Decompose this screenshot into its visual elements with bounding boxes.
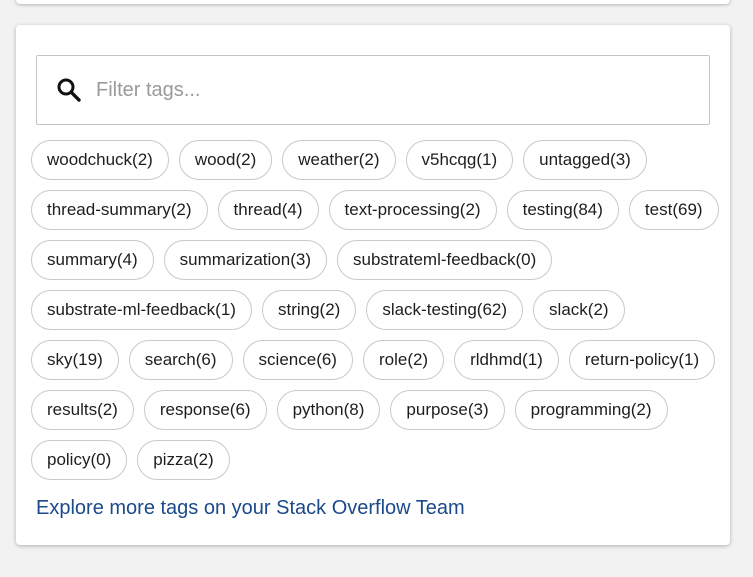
tag-chip[interactable]: test(69)	[628, 190, 719, 230]
tag-chip[interactable]: search(6)	[128, 340, 233, 380]
tag-chip[interactable]: slack-testing(62)	[366, 290, 524, 330]
explore-tags-link[interactable]: Explore more tags on your Stack Overflow…	[36, 497, 465, 519]
tag-filter-box[interactable]	[36, 55, 710, 125]
tag-chip[interactable]: woodchuck(2)	[31, 140, 169, 180]
tag-chip[interactable]: string(2)	[261, 290, 357, 330]
tag-filter-input[interactable]	[94, 77, 658, 103]
tag-chip[interactable]: science(6)	[242, 340, 353, 380]
tag-list: woodchuck(2)wood(2)weather(2)v5hcqg(1)un…	[31, 140, 721, 480]
tag-chip[interactable]: summarization(3)	[163, 240, 327, 280]
search-icon	[55, 76, 83, 104]
tag-chip[interactable]: programming(2)	[514, 390, 668, 430]
tag-chip[interactable]: substrate-ml-feedback(1)	[31, 290, 252, 330]
tag-chip[interactable]: summary(4)	[31, 240, 154, 280]
tag-chip[interactable]: return-policy(1)	[568, 340, 716, 380]
tags-panel: woodchuck(2)wood(2)weather(2)v5hcqg(1)un…	[16, 25, 730, 545]
tag-chip[interactable]: slack(2)	[533, 290, 625, 330]
previous-card-edge	[16, 0, 730, 4]
tag-chip[interactable]: wood(2)	[178, 140, 273, 180]
tag-chip[interactable]: python(8)	[276, 390, 381, 430]
tag-chip[interactable]: pizza(2)	[137, 440, 230, 480]
tag-chip[interactable]: purpose(3)	[390, 390, 505, 430]
tag-chip[interactable]: policy(0)	[31, 440, 128, 480]
tag-chip[interactable]: untagged(3)	[523, 140, 647, 180]
tag-chip[interactable]: weather(2)	[282, 140, 396, 180]
tag-chip[interactable]: results(2)	[31, 390, 134, 430]
tag-chip[interactable]: testing(84)	[506, 190, 619, 230]
tag-chip[interactable]: rldhmd(1)	[454, 340, 559, 380]
tag-chip[interactable]: sky(19)	[31, 340, 119, 380]
tag-chip[interactable]: role(2)	[362, 340, 445, 380]
tag-chip[interactable]: v5hcqg(1)	[405, 140, 514, 180]
tag-chip[interactable]: text-processing(2)	[328, 190, 497, 230]
tag-chip[interactable]: thread-summary(2)	[31, 190, 208, 230]
tag-chip[interactable]: response(6)	[143, 390, 267, 430]
tag-chip[interactable]: substrateml-feedback(0)	[336, 240, 553, 280]
tag-chip[interactable]: thread(4)	[217, 190, 319, 230]
